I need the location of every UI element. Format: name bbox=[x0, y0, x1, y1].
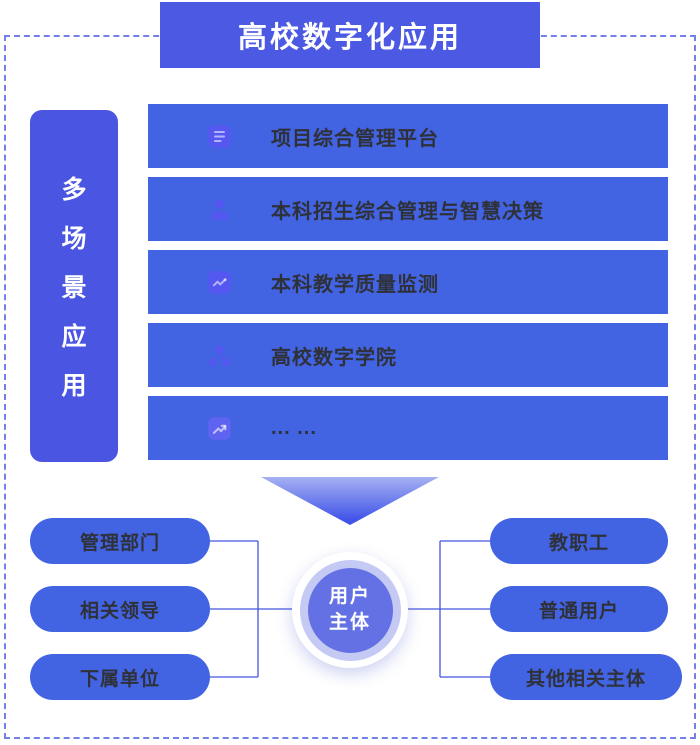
pill-label: 其他相关主体 bbox=[525, 668, 646, 690]
app-label: ... ... bbox=[271, 416, 317, 439]
app-label: 高校数字学院 bbox=[271, 346, 397, 369]
pill-related-leaders: 相关领导 bbox=[30, 586, 210, 632]
pill-label: 下属单位 bbox=[79, 668, 160, 690]
sidebar-multi-scenario: 多 场 景 应 用 bbox=[30, 110, 118, 462]
monitor-icon bbox=[206, 269, 233, 296]
user-subject-line1: 用户 bbox=[328, 586, 371, 607]
app-row-quality-monitoring: 本科教学质量监测 bbox=[148, 250, 668, 314]
app-row-more: ... ... bbox=[148, 396, 668, 460]
trend-icon bbox=[206, 415, 233, 442]
pill-label: 教职工 bbox=[548, 532, 609, 554]
page-title: 高校数字化应用 bbox=[160, 2, 540, 68]
pill-other-related-subjects: 其他相关主体 bbox=[490, 654, 682, 700]
sidebar-char: 景 bbox=[61, 274, 87, 302]
user-subject-line2: 主体 bbox=[328, 612, 371, 633]
pill-label: 管理部门 bbox=[79, 532, 160, 554]
cluster-icon bbox=[206, 342, 233, 369]
app-label: 本科教学质量监测 bbox=[271, 273, 439, 296]
page-title-text: 高校数字化应用 bbox=[237, 22, 462, 54]
user-subject-circle: 用户 主体 bbox=[292, 552, 408, 668]
person-icon bbox=[206, 196, 233, 223]
sidebar-char: 用 bbox=[61, 372, 87, 400]
pill-general-users: 普通用户 bbox=[490, 586, 668, 632]
sidebar-char: 场 bbox=[61, 225, 87, 253]
pill-faculty-staff: 教职工 bbox=[490, 518, 668, 564]
document-icon bbox=[206, 123, 233, 150]
app-row-admissions: 本科招生综合管理与智慧决策 bbox=[148, 177, 668, 241]
pill-management-department: 管理部门 bbox=[30, 518, 210, 564]
pill-subordinate-units: 下属单位 bbox=[30, 654, 210, 700]
app-label: 项目综合管理平台 bbox=[271, 127, 439, 150]
pill-label: 相关领导 bbox=[79, 600, 160, 622]
app-label: 本科招生综合管理与智慧决策 bbox=[271, 200, 544, 223]
user-subject-label: 用户 主体 bbox=[307, 567, 393, 653]
pill-label: 普通用户 bbox=[538, 600, 619, 622]
sidebar-char: 多 bbox=[61, 176, 87, 204]
sidebar-char: 应 bbox=[61, 323, 87, 351]
app-row-digital-college: 高校数字学院 bbox=[148, 323, 668, 387]
user-subject-ring: 用户 主体 bbox=[299, 559, 401, 661]
app-row-project-management: 项目综合管理平台 bbox=[148, 104, 668, 168]
